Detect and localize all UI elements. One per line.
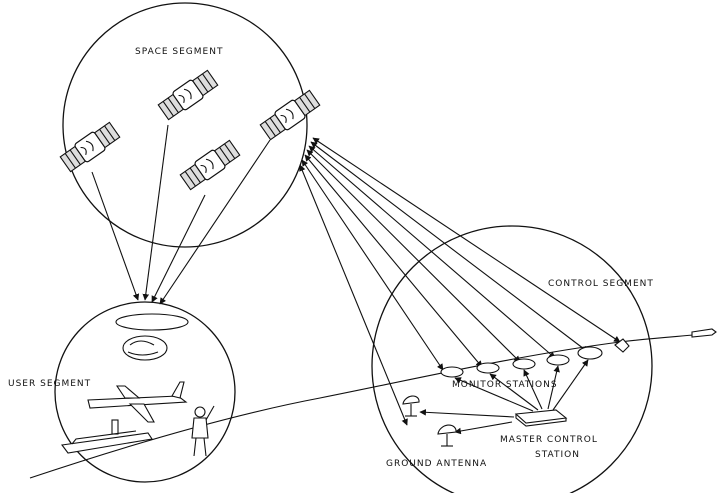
ground-antenna-label: GROUND ANTENNA (386, 459, 487, 469)
master-control-label-1: MASTER CONTROL (500, 435, 598, 445)
control-segment-circle (371, 225, 653, 493)
master-control-station-icon (514, 409, 568, 427)
control-segment-label: CONTROL SEGMENT (548, 279, 654, 289)
station-arrows (419, 359, 589, 435)
ground-antenna-icon (437, 424, 457, 447)
space-segment-label: SPACE SEGMENT (135, 47, 223, 57)
monitor-stations (440, 338, 630, 378)
space-segment-circle (62, 2, 308, 248)
user-segment-circle (54, 301, 236, 483)
satellite-icon (178, 138, 242, 192)
soldier-icon (191, 405, 215, 457)
ship-icon (61, 419, 153, 454)
control-links (299, 137, 621, 426)
satellite-icon (258, 88, 322, 142)
airplane-icon (87, 381, 188, 423)
master-control-label-2: STATION (535, 450, 580, 460)
helicopter-icon (115, 313, 189, 361)
satellite-icon (156, 68, 220, 122)
user-downlinks (91, 124, 271, 305)
satellite-icon (58, 120, 122, 174)
ground-antenna-icon (402, 395, 420, 417)
launch-vehicle-icon (691, 328, 717, 338)
user-segment-label: USER SEGMENT (8, 379, 91, 389)
